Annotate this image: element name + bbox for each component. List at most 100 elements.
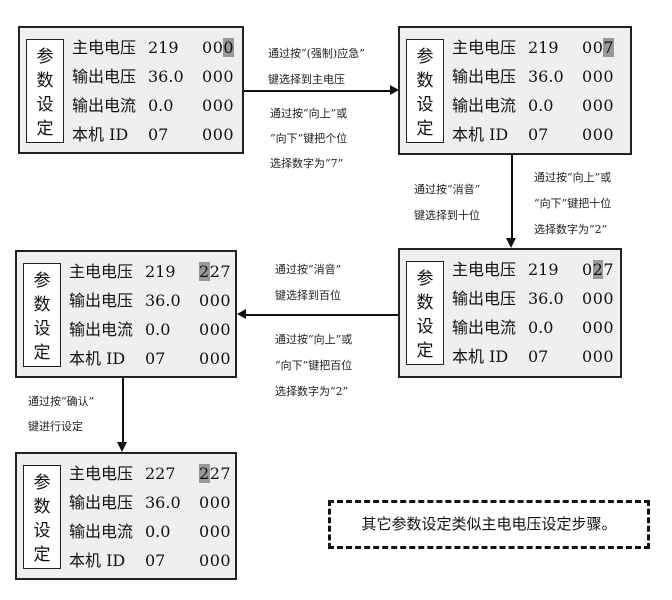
- label-char: 定: [36, 119, 54, 139]
- label-char: 数: [36, 71, 54, 91]
- digit: 0: [202, 67, 213, 86]
- set-value: 000: [582, 121, 614, 149]
- digit: 2: [592, 260, 604, 279]
- digit: 0: [582, 96, 593, 115]
- current-value: 36.0: [148, 67, 184, 86]
- note-step2-select: 通过按“消音”键选择到十位: [414, 183, 481, 222]
- param-name: 本机 ID: [452, 125, 509, 144]
- param-setting-label: 参数设定: [23, 263, 61, 367]
- digit: 7: [220, 262, 232, 281]
- label-char: 定: [416, 341, 434, 361]
- digit: 0: [209, 291, 221, 310]
- digit: 0: [209, 320, 221, 339]
- set-value: 000: [582, 63, 614, 91]
- digit: 0: [212, 38, 224, 57]
- digit: 0: [582, 318, 593, 337]
- current-value: 07: [148, 125, 169, 144]
- label-char: 设: [416, 317, 434, 337]
- digit: 0: [199, 349, 210, 368]
- digit: 0: [212, 96, 224, 115]
- param-name: 本机 ID: [452, 347, 509, 366]
- current-value: 36.0: [528, 67, 564, 86]
- set-value: 000: [199, 489, 231, 517]
- current-value: 0.0: [145, 522, 171, 541]
- digit: 0: [223, 125, 235, 144]
- label-char: 设: [36, 95, 54, 115]
- label-char: 定: [33, 343, 51, 363]
- digit: 0: [592, 318, 604, 337]
- arrow-down-1: [511, 155, 513, 240]
- current-value: 0.0: [145, 320, 171, 339]
- current-value: 219: [528, 38, 559, 57]
- param-name: 本机 ID: [69, 551, 126, 570]
- set-value: 000: [582, 92, 614, 120]
- param-name: 本机 ID: [72, 125, 129, 144]
- label-char: 参: [33, 473, 51, 493]
- set-value: 000: [202, 121, 234, 149]
- arrow-down-2: [122, 378, 124, 444]
- digit: 0: [603, 125, 615, 144]
- set-value: 007: [582, 34, 615, 62]
- digit: 0: [220, 551, 232, 570]
- set-value: 227: [199, 460, 231, 488]
- param-name: 主电电压: [452, 38, 517, 57]
- digit: 0: [592, 96, 604, 115]
- digit: 0: [202, 38, 213, 57]
- digit: 0: [582, 289, 593, 308]
- digit: 0: [582, 125, 593, 144]
- digit: 0: [202, 125, 213, 144]
- current-value: 07: [145, 551, 166, 570]
- current-value: 36.0: [528, 289, 564, 308]
- current-value: 219: [145, 262, 176, 281]
- param-name: 输出电压: [69, 493, 134, 512]
- digit: 0: [212, 67, 224, 86]
- digit: 0: [220, 320, 232, 339]
- param-setting-label: 参数设定: [23, 465, 61, 569]
- label-char: 设: [416, 95, 434, 115]
- current-value: 36.0: [145, 493, 181, 512]
- digit: 0: [592, 67, 604, 86]
- arrow-left: [244, 314, 398, 316]
- label-char: 参: [416, 269, 434, 289]
- digit: 0: [220, 349, 232, 368]
- set-value: 000: [582, 314, 614, 342]
- digit: 0: [199, 291, 210, 310]
- digit: 0: [603, 67, 615, 86]
- arrowhead-left: [237, 309, 246, 319]
- set-value: 000: [582, 285, 614, 313]
- digit: 0: [209, 493, 221, 512]
- current-value: 219: [528, 260, 559, 279]
- arrowhead-right: [390, 85, 399, 95]
- param-name: 输出电压: [69, 291, 134, 310]
- label-char: 定: [416, 119, 434, 139]
- digit: 0: [209, 522, 221, 541]
- digit: 0: [223, 67, 235, 86]
- arrow-right: [244, 90, 392, 92]
- digit: 0: [592, 347, 604, 366]
- digit: 0: [202, 96, 213, 115]
- label-char: 数: [33, 295, 51, 315]
- digit: 0: [209, 551, 221, 570]
- digit: 0: [592, 289, 604, 308]
- label-char: 数: [416, 71, 434, 91]
- label-char: 定: [33, 545, 51, 565]
- digit: 2: [209, 262, 221, 281]
- param-name: 输出电流: [452, 96, 517, 115]
- param-name: 主电电压: [69, 262, 134, 281]
- current-value: 227: [145, 464, 176, 483]
- digit: 2: [199, 464, 210, 483]
- param-name: 输出电流: [72, 96, 137, 115]
- param-name: 输出电流: [452, 318, 517, 337]
- label-char: 设: [33, 521, 51, 541]
- current-value: 219: [148, 38, 179, 57]
- param-name: 输出电流: [69, 320, 134, 339]
- param-name: 本机 ID: [69, 349, 126, 368]
- current-value: 07: [528, 347, 549, 366]
- label-char: 参: [33, 271, 51, 291]
- note-step1-select: 通过按“(强制)应急”键选择到主电压: [268, 47, 365, 86]
- digit: 0: [582, 38, 593, 57]
- digit: 2: [209, 464, 221, 483]
